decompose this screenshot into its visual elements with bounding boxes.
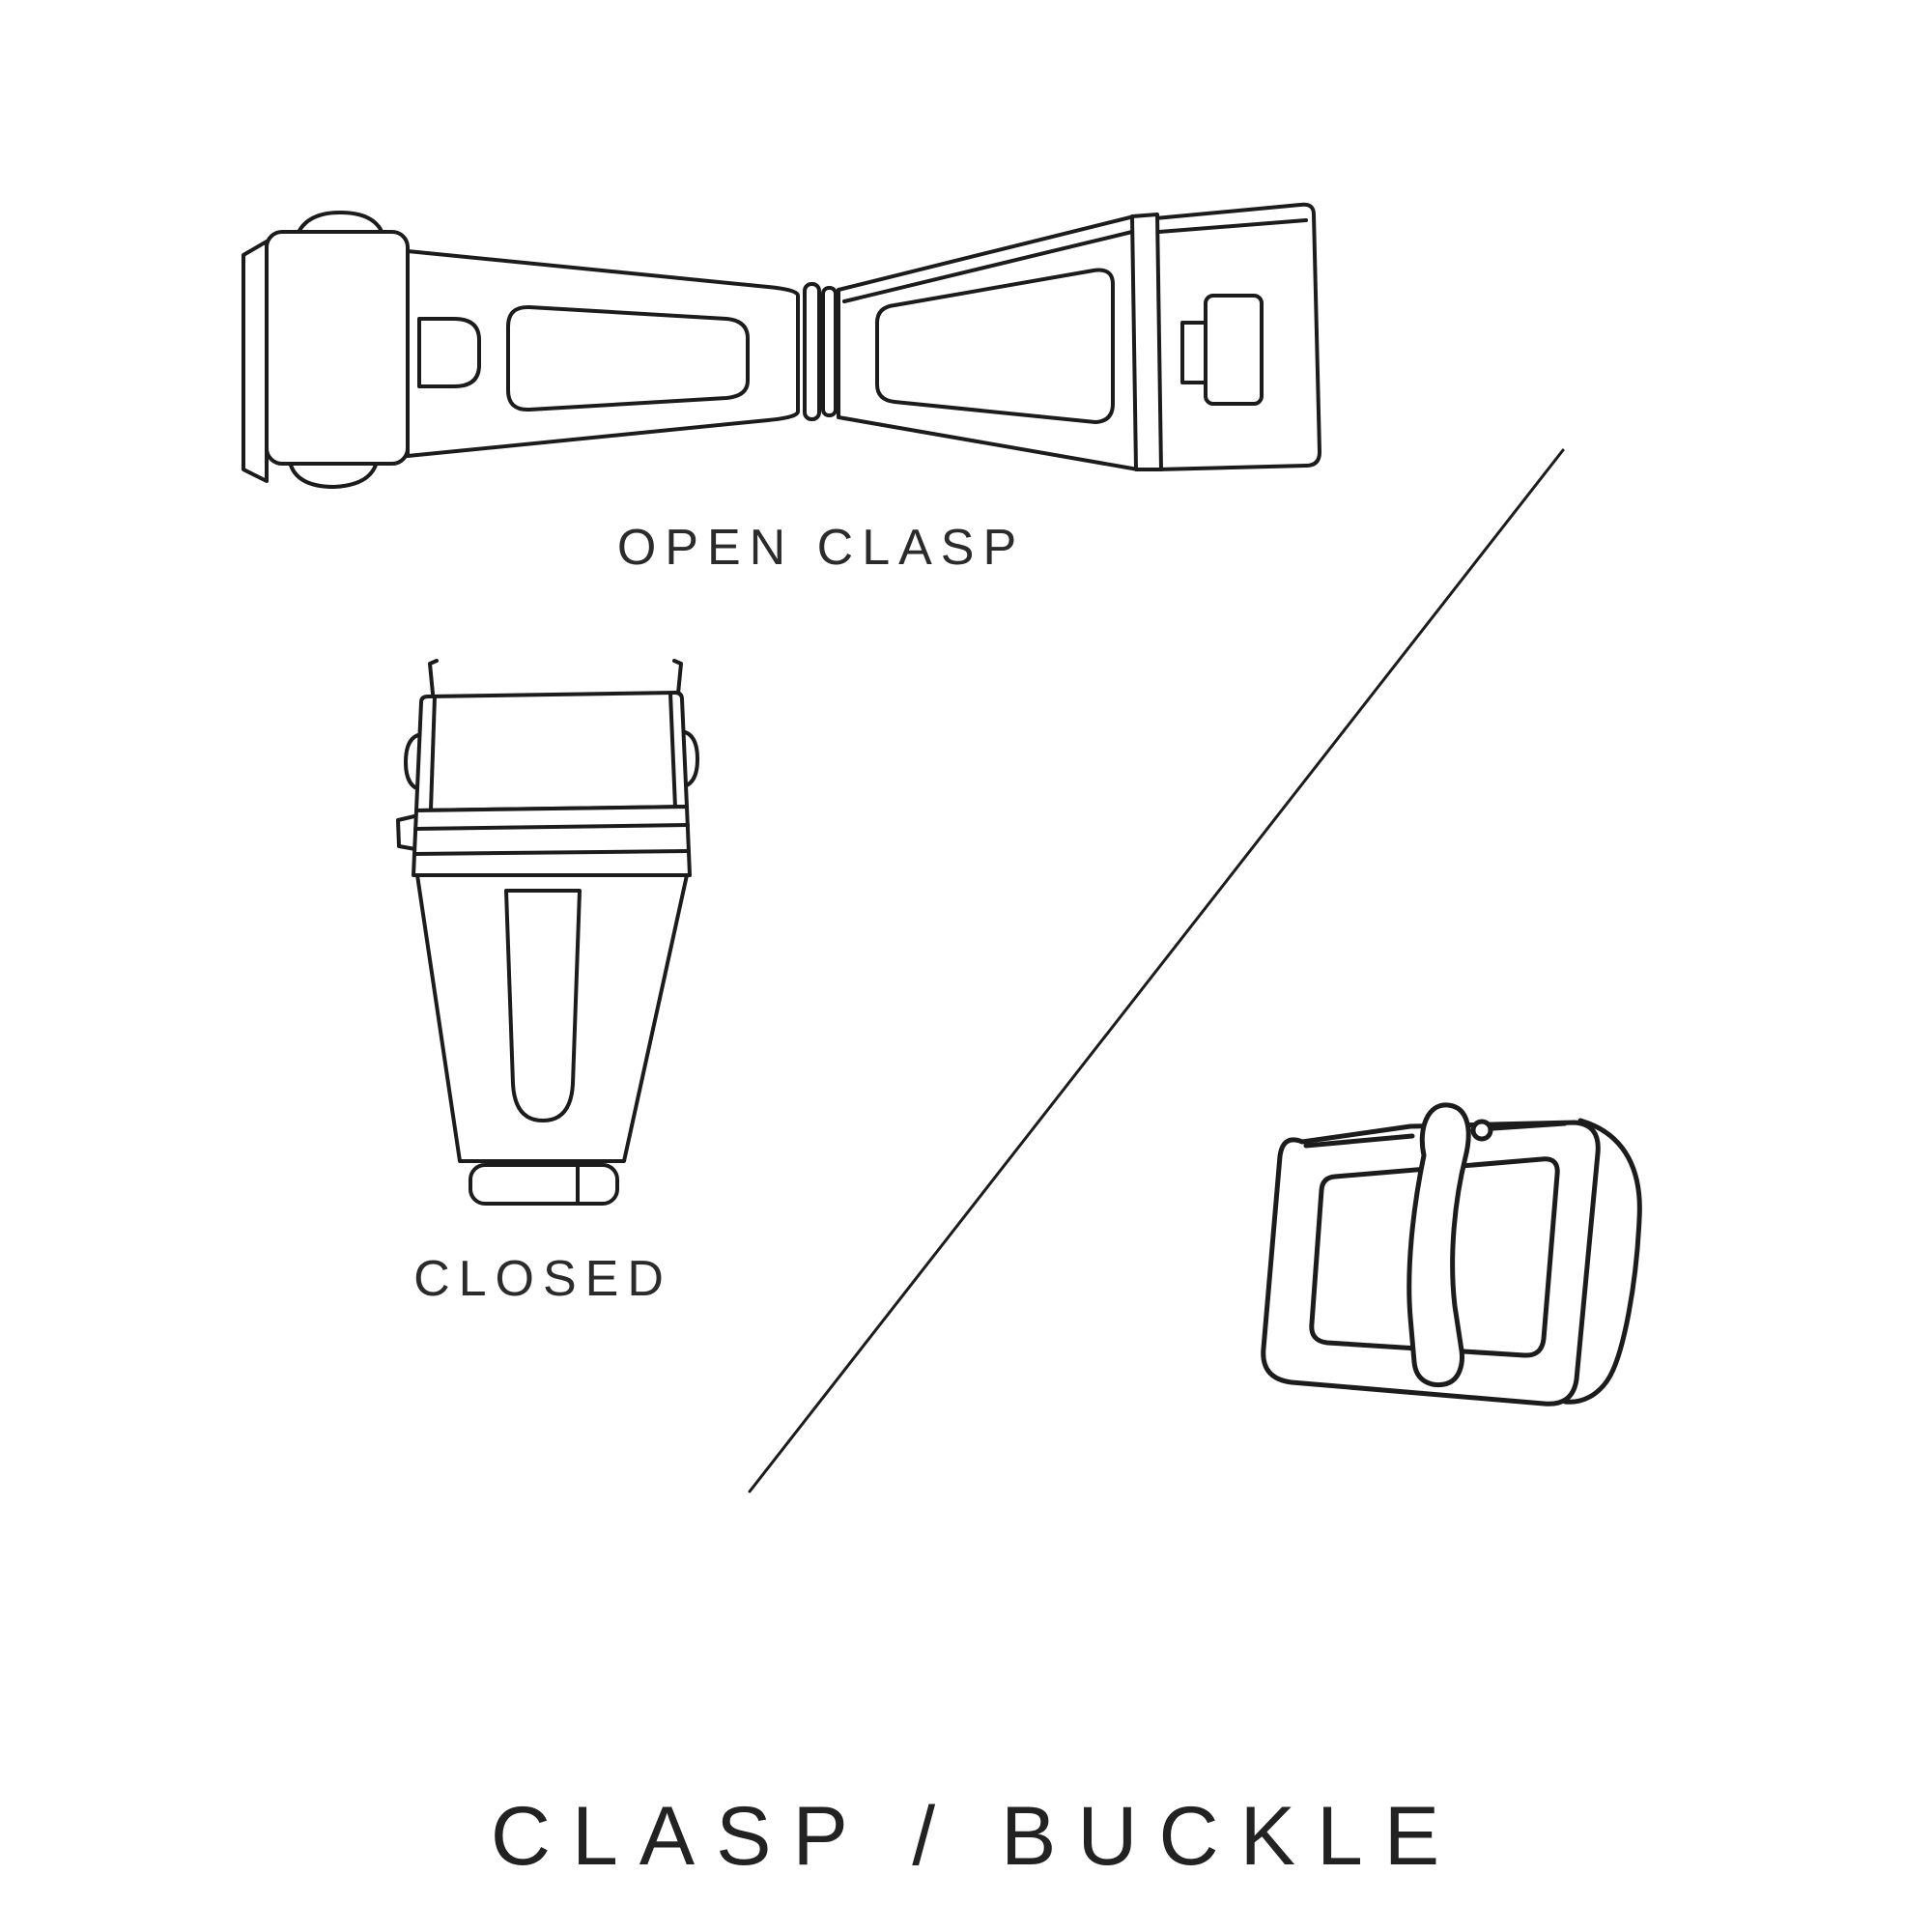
open-clasp-illustration — [242, 202, 1321, 489]
page-title: CLASP / BUCKLE — [490, 1790, 1462, 1883]
closed-clasp-illustration — [396, 659, 699, 1206]
buckle-illustration — [1261, 1102, 1642, 1406]
open-clasp-label: OPEN CLASP — [616, 520, 1026, 576]
closed-clasp-label: CLOSED — [413, 1251, 672, 1307]
diagonal-divider — [748, 448, 1565, 1493]
